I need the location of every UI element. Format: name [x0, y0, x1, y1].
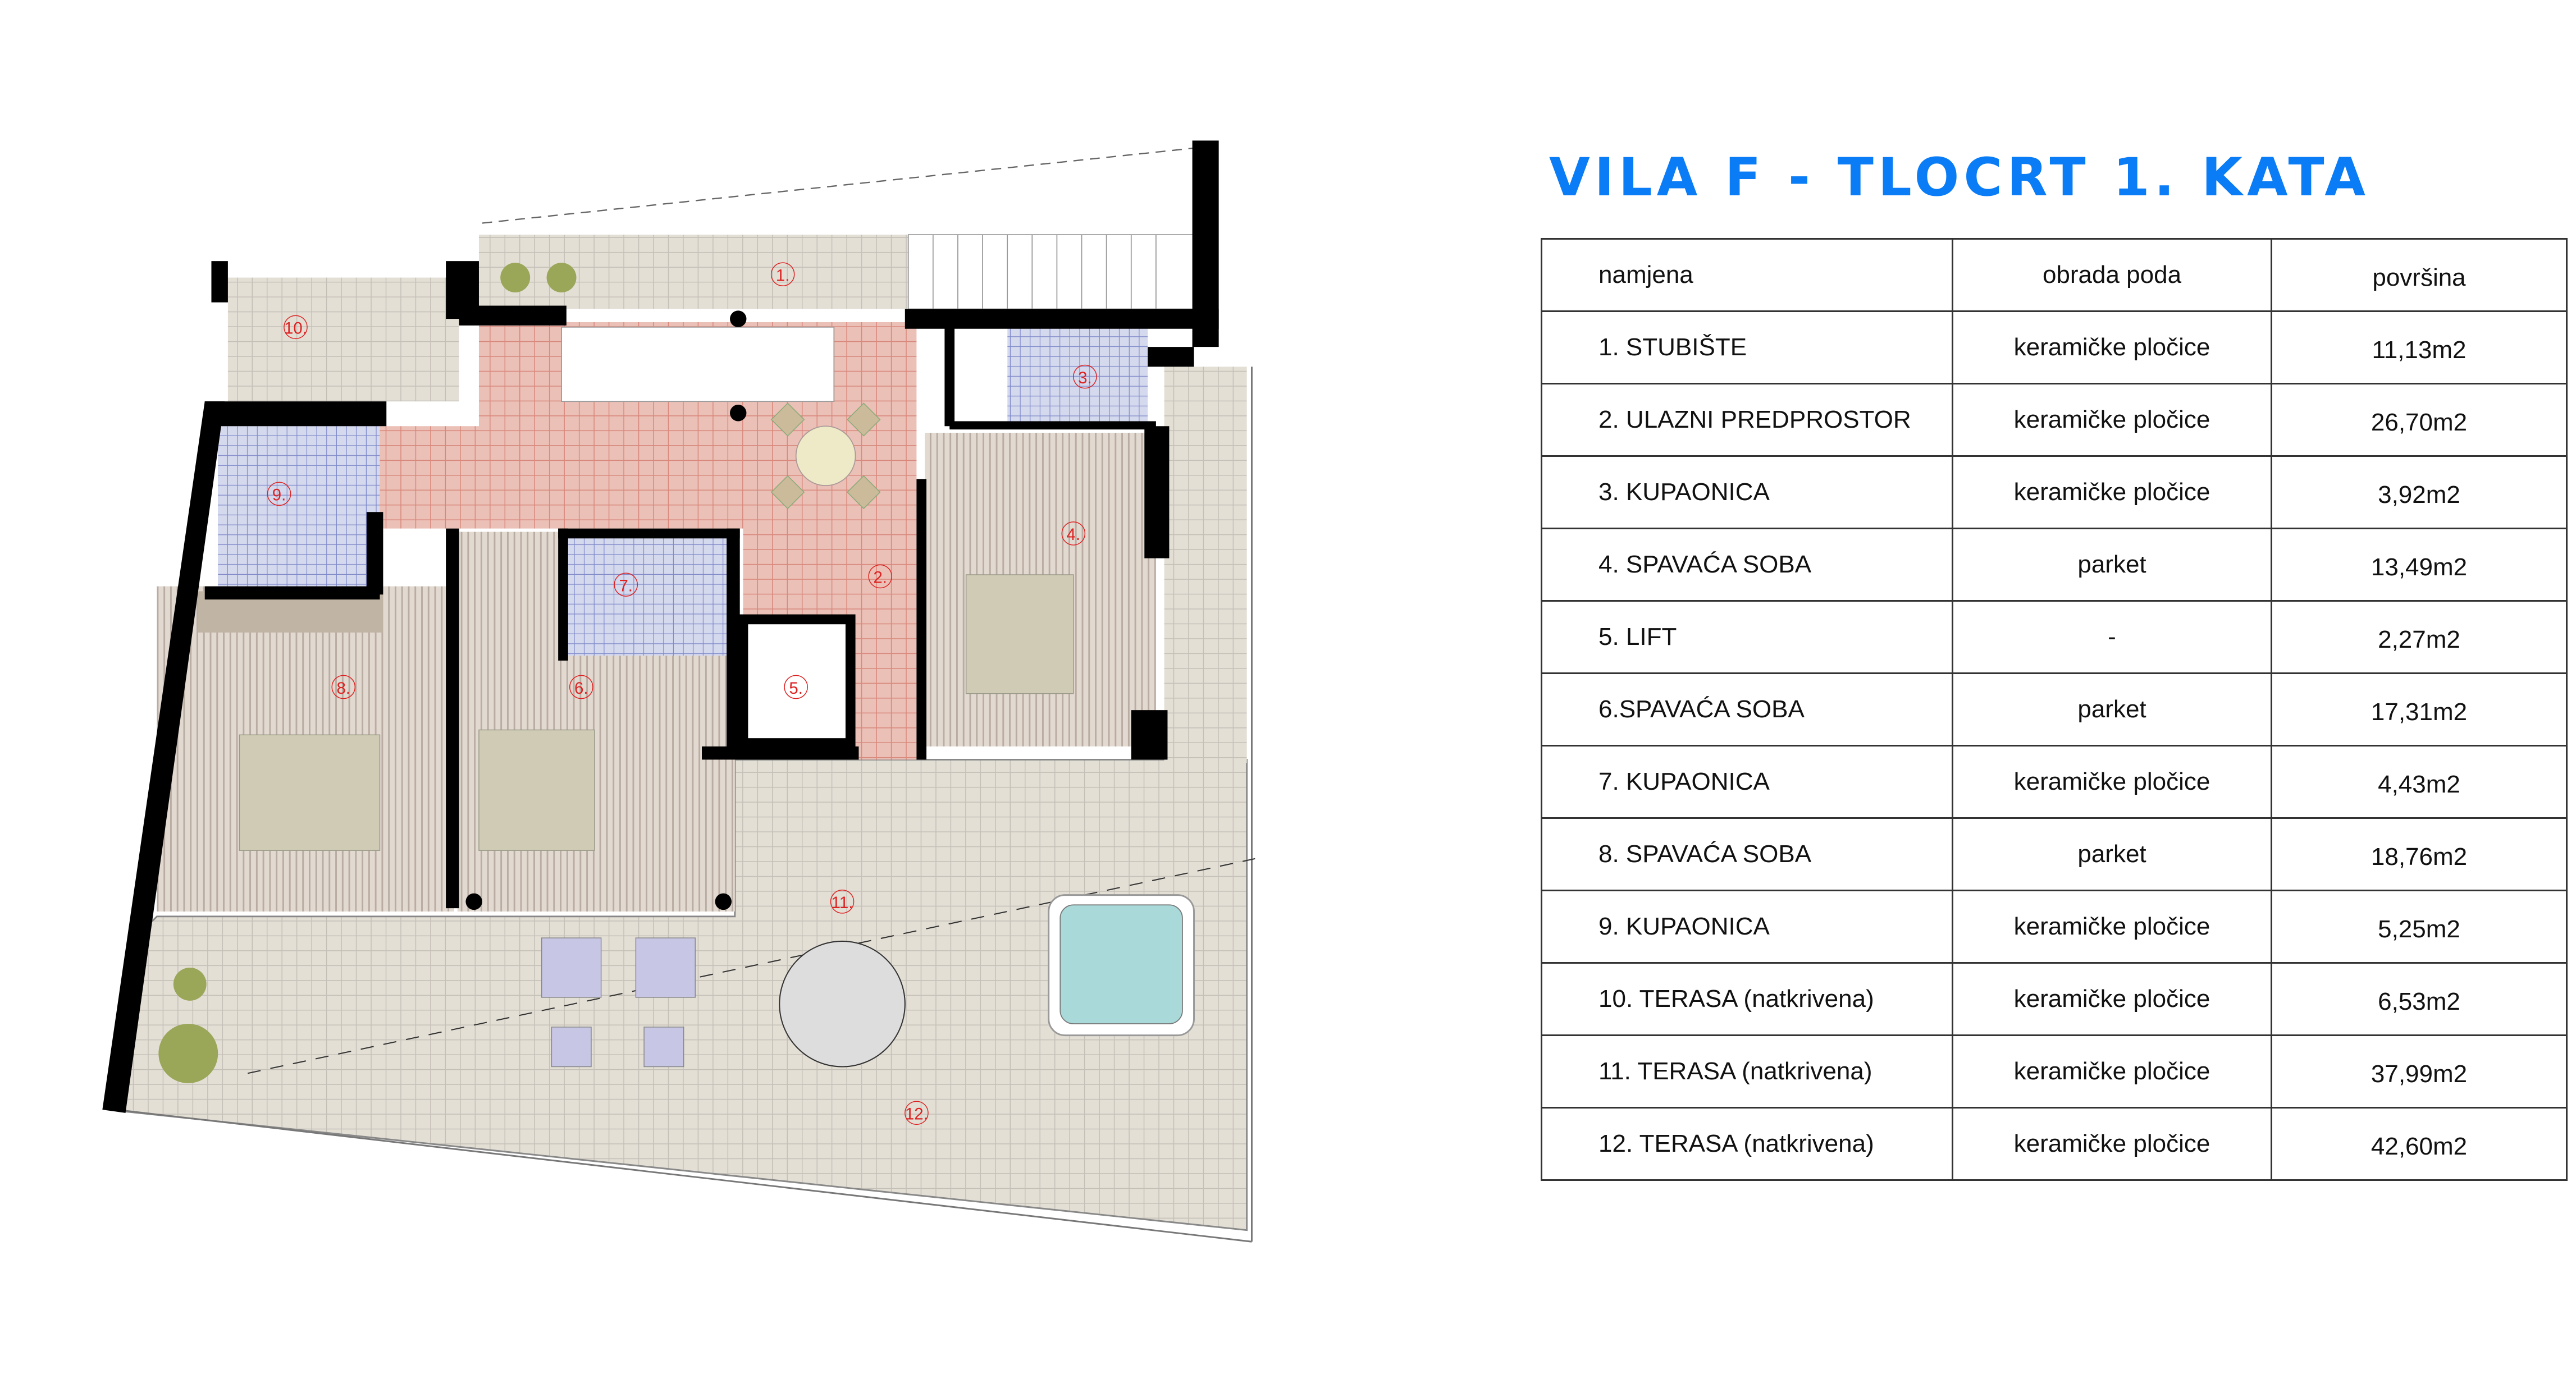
room-labels: 1. 2. 3. 4. 5. 6. 7. 8. 9. 10. 11. 12.	[267, 262, 1097, 1125]
area-cell: 13,49m2	[2271, 528, 2568, 602]
room-name-cell: 3. KUPAONICA	[1541, 455, 1953, 529]
bathroom-7	[564, 532, 735, 656]
bathroom-9	[218, 426, 380, 587]
room-label-9: 9.	[272, 486, 286, 505]
floor-finish-cell: parket	[1952, 672, 2272, 746]
room-label-10: 10.	[284, 319, 307, 338]
floor-finish-cell: keramičke pločice	[1952, 890, 2272, 964]
room-label-2: 2.	[873, 569, 887, 587]
bed	[965, 574, 1074, 694]
area-cell: 4,43m2	[2271, 745, 2568, 819]
plant-icon	[546, 263, 577, 293]
table-row: 5. LIFT-2,27m2	[1541, 600, 2568, 674]
room-name-cell: 5. LIFT	[1541, 600, 1953, 674]
page-title: VILA F - TLOCRT 1. KATA	[1549, 147, 2371, 208]
room-name-cell: 4. SPAVAĆA SOBA	[1541, 528, 1953, 602]
lift-5	[738, 614, 856, 748]
hall-2	[380, 322, 917, 760]
room-label-6: 6.	[574, 679, 588, 698]
room-name-cell: 6.SPAVAĆA SOBA	[1541, 672, 1953, 746]
stair-steps	[932, 235, 1157, 309]
lounge-furniture	[541, 937, 696, 1068]
floor-finish-cell: keramičke pločice	[1952, 1034, 2272, 1109]
floor-finish-cell: keramičke pločice	[1952, 383, 2272, 457]
room-name-cell: 8. SPAVAĆA SOBA	[1541, 817, 1953, 891]
area-cell: 3,92m2	[2271, 455, 2568, 529]
floor-finish-cell: keramičke pločice	[1952, 1107, 2272, 1181]
room-label-7: 7.	[619, 576, 633, 595]
plant-icon	[158, 1024, 218, 1083]
header-povrsina: površina	[2271, 238, 2568, 312]
floor-finish-cell: keramičke pločice	[1952, 962, 2272, 1036]
header-obrada-poda: obrada poda	[1952, 238, 2272, 312]
area-cell: 2,27m2	[2271, 600, 2568, 674]
area-cell: 42,60m2	[2271, 1107, 2568, 1181]
terrace-boundary	[115, 1109, 1252, 1243]
room-label-12: 12.	[905, 1105, 928, 1124]
table-header-row: namjena obrada poda površina	[1541, 238, 2568, 312]
dining-table	[795, 425, 856, 487]
area-cell: 18,76m2	[2271, 817, 2568, 891]
area-cell: 17,31m2	[2271, 672, 2568, 746]
pool-water	[1059, 904, 1183, 1024]
table-row: 10. TERASA (natkrivena)keramičke pločice…	[1541, 962, 2568, 1036]
plant-icon	[173, 968, 207, 1001]
area-cell: 11,13m2	[2271, 310, 2568, 384]
bed	[239, 734, 381, 851]
walls	[102, 140, 1219, 1113]
floor-finish-cell: -	[1952, 600, 2272, 674]
area-cell: 37,99m2	[2271, 1034, 2568, 1109]
table-row: 11. TERASA (natkrivena)keramičke pločice…	[1541, 1034, 2568, 1109]
shower	[954, 327, 1008, 427]
floor-finish-cell: keramičke pločice	[1952, 745, 2272, 819]
bathroom-3	[1007, 327, 1148, 427]
room-label-3: 3.	[1078, 369, 1092, 387]
floor-plan: 1. 2. 3. 4. 5. 6. 7. 8. 9. 10. 11. 12.	[102, 140, 1255, 1243]
header-namjena: namjena	[1541, 238, 1953, 312]
plant-icon	[500, 263, 531, 293]
room-name-cell: 1. STUBIŠTE	[1541, 310, 1953, 384]
room-name-cell: 2. ULAZNI PREDPROSTOR	[1541, 383, 1953, 457]
floor-finish-cell: parket	[1952, 817, 2272, 891]
room-label-11: 11.	[832, 894, 853, 912]
floor-finish-cell: parket	[1952, 528, 2272, 602]
internal-stairs	[561, 326, 835, 402]
floor-finish-cell: keramičke pločice	[1952, 455, 2272, 529]
room-name-cell: 11. TERASA (natkrivena)	[1541, 1034, 1953, 1109]
stair-1	[478, 235, 908, 309]
room-label-8: 8.	[337, 679, 351, 698]
room-name-cell: 12. TERASA (natkrivena)	[1541, 1107, 1953, 1181]
room-name-cell: 9. KUPAONICA	[1541, 890, 1953, 964]
outside-stairs	[907, 234, 1198, 310]
room-label-4: 4.	[1067, 525, 1081, 544]
terrace-10	[227, 277, 459, 402]
chairs	[770, 402, 881, 510]
parasol	[779, 940, 906, 1068]
area-cell: 5,25m2	[2271, 890, 2568, 964]
room-label-5: 5.	[789, 679, 803, 698]
table-row: 12. TERASA (natkrivena)keramičke pločice…	[1541, 1107, 2568, 1181]
floor-finish-cell: keramičke pločice	[1952, 310, 2272, 384]
bed	[478, 729, 595, 851]
room-label-1: 1.	[776, 266, 790, 285]
room-table: namjena obrada poda površina 1. STUBIŠTE…	[1541, 238, 2568, 1181]
room-name-cell: 7. KUPAONICA	[1541, 745, 1953, 819]
terrace-side	[1164, 367, 1247, 763]
area-cell: 26,70m2	[2271, 383, 2568, 457]
roof-outline	[482, 145, 1219, 224]
area-cell: 6,53m2	[2271, 962, 2568, 1036]
room-name-cell: 10. TERASA (natkrivena)	[1541, 962, 1953, 1036]
